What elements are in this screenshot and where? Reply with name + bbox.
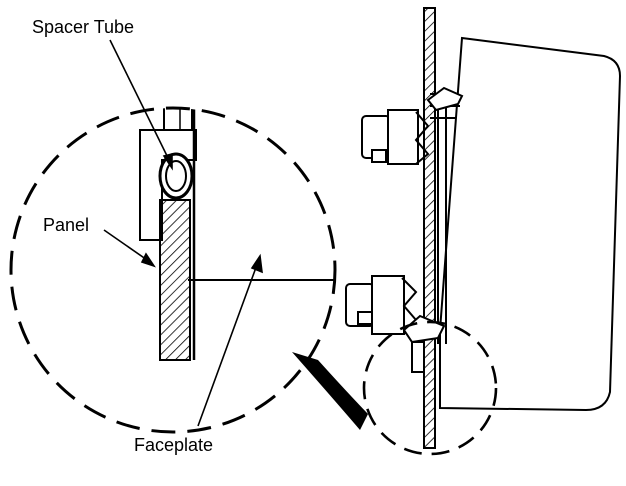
- panel-label: Panel: [43, 215, 90, 235]
- detail-circle-small: [362, 320, 498, 456]
- panel-side: [423, 7, 436, 449]
- enclosure-body: [439, 36, 622, 412]
- side-view-assembly: [345, 7, 622, 456]
- panel-section: [159, 199, 191, 361]
- faceplate-label: Faceplate: [134, 435, 214, 455]
- leader-lines: [103, 39, 263, 427]
- lower-stud: [345, 275, 446, 344]
- upper-stud: [361, 86, 464, 165]
- magnified-detail: [9, 106, 337, 434]
- callout-wedge: [292, 352, 368, 430]
- detail-circle-large: [9, 106, 337, 434]
- spacer-tube-label: Spacer Tube: [32, 17, 135, 37]
